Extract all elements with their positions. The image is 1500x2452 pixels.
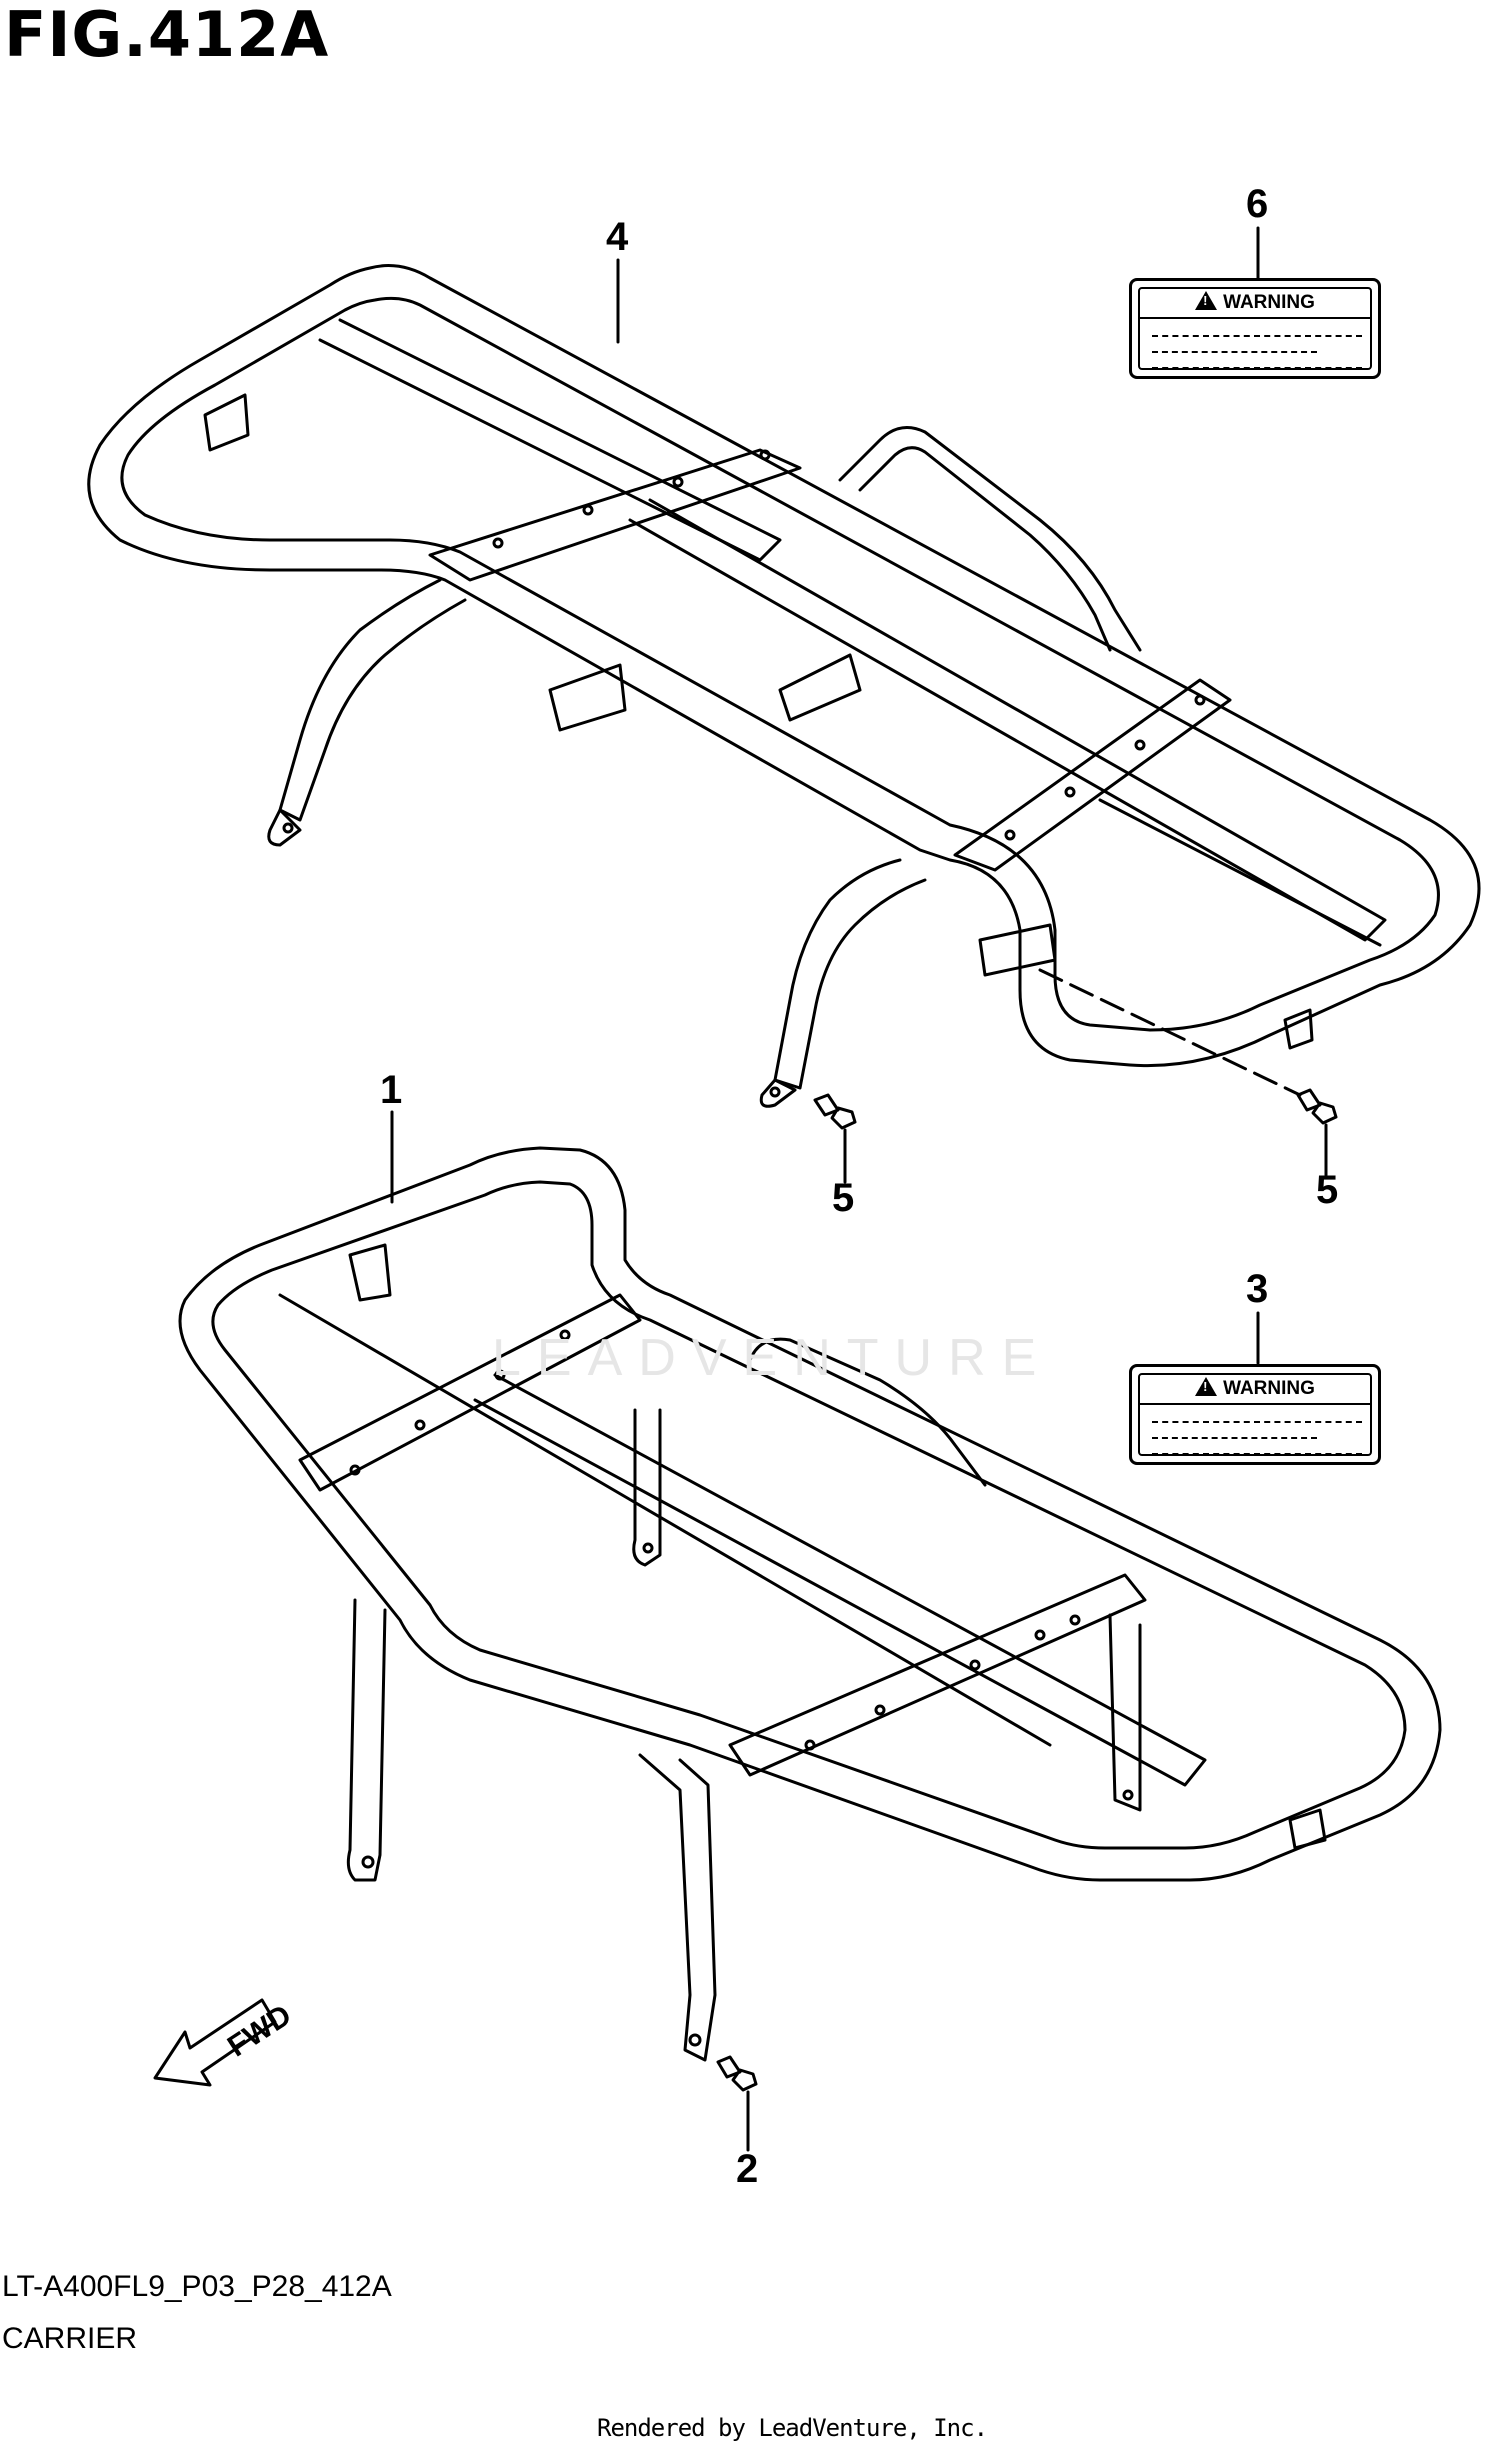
label-text-line xyxy=(1152,1453,1362,1455)
callout-5-right: 5 xyxy=(1316,1168,1339,1212)
warning-label-3: WARNING xyxy=(1129,1364,1381,1465)
rendered-by-credit: Rendered by LeadVenture, Inc. xyxy=(597,2414,988,2442)
bolt-5-left xyxy=(813,1093,857,1184)
callout-4: 4 xyxy=(606,215,629,259)
label-text-line xyxy=(1152,335,1362,337)
bolt-5-right xyxy=(1296,1088,1338,1177)
label-text-line xyxy=(1152,367,1362,369)
label-text-line xyxy=(1152,1421,1362,1423)
bolt-2 xyxy=(716,2055,758,2152)
callout-3: 3 xyxy=(1246,1267,1269,1311)
callout-1: 1 xyxy=(380,1068,403,1112)
watermark: LEADVENTURE xyxy=(492,1329,1053,1387)
callout-2: 2 xyxy=(736,2147,759,2191)
diagram-code: LT-A400FL9_P03_P28_412A xyxy=(2,2270,392,2303)
warning-label-heading: WARNING xyxy=(1223,292,1315,313)
front-carrier-frame xyxy=(178,1146,1442,2062)
forward-arrow-icon xyxy=(153,1998,277,2087)
label-text-line xyxy=(1152,351,1317,353)
figure-title: FIG.412A xyxy=(4,0,330,71)
fwd-arrow-label: FWD xyxy=(222,1999,297,2064)
section-name: CARRIER xyxy=(2,2322,138,2355)
warning-triangle-icon xyxy=(1195,291,1218,310)
warning-label-heading: WARNING xyxy=(1223,1378,1315,1399)
callout-5-left: 5 xyxy=(832,1176,855,1220)
callout-6: 6 xyxy=(1246,182,1269,226)
warning-label-6: WARNING xyxy=(1129,278,1381,379)
rear-carrier-frame xyxy=(87,264,1481,1108)
warning-triangle-icon xyxy=(1195,1377,1218,1396)
label-text-line xyxy=(1152,1437,1317,1439)
